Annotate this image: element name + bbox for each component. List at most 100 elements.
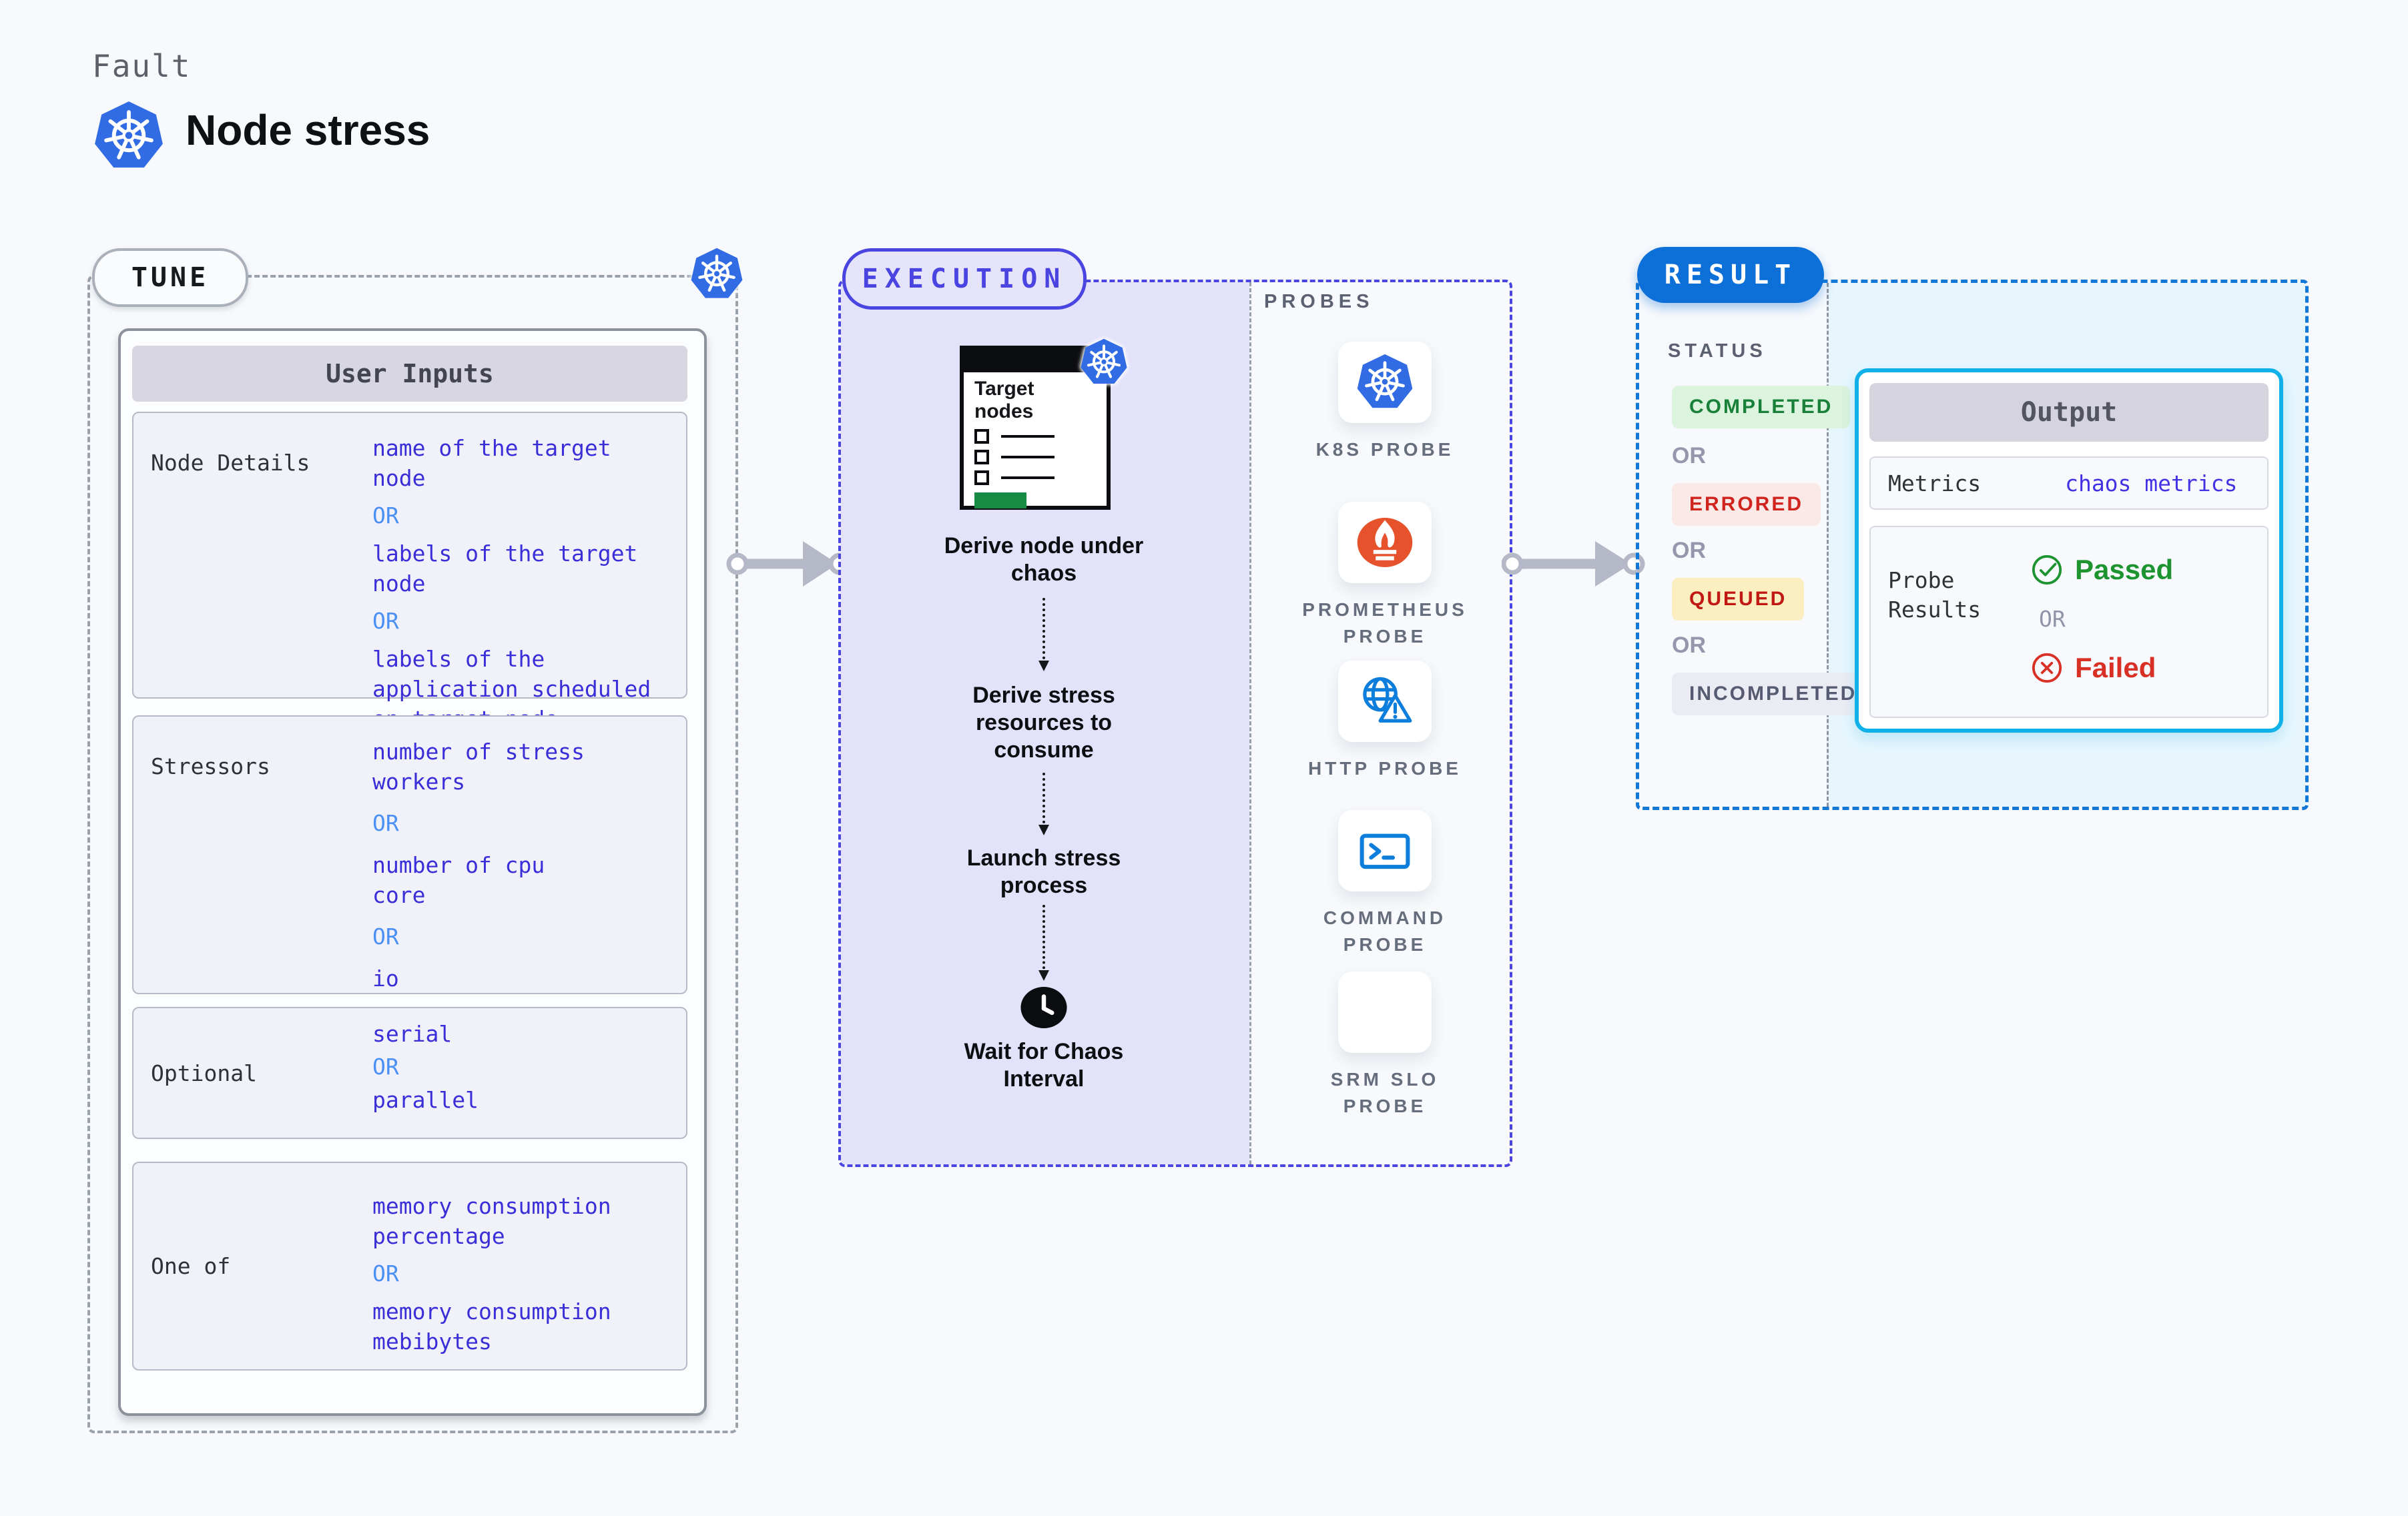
or-label: OR bbox=[1672, 443, 1706, 468]
probe-results-label: Probe Results bbox=[1888, 567, 1982, 623]
checklist-row bbox=[974, 470, 1107, 485]
kubernetes-icon bbox=[93, 100, 164, 172]
probe-results-row: Probe Results Passed OR Failed bbox=[1869, 526, 2269, 718]
option-value: labels of the target node bbox=[372, 540, 638, 597]
status-badge-incompleted: INCOMPLETED bbox=[1672, 673, 1875, 715]
probe-item-prometheus: PROMETHEUS PROBE bbox=[1255, 502, 1515, 650]
probe-item-http: HTTP PROBE bbox=[1255, 661, 1515, 782]
passed-label: Passed bbox=[2075, 554, 2174, 585]
failed-line: Failed bbox=[2031, 652, 2173, 684]
execution-step-2: Derive stress resources to consume bbox=[972, 683, 1115, 763]
or-label: OR bbox=[372, 1054, 399, 1080]
or-label: OR bbox=[372, 608, 399, 634]
kubernetes-icon bbox=[1356, 354, 1414, 411]
flow-arrow-down bbox=[1038, 598, 1049, 671]
page-title: Node stress bbox=[186, 106, 430, 154]
or-label: OR bbox=[372, 502, 399, 528]
checklist-row bbox=[974, 450, 1107, 464]
metrics-row: Metrics chaos metrics bbox=[1869, 456, 2269, 510]
checklist-row bbox=[974, 429, 1107, 444]
metrics-label: Metrics bbox=[1888, 470, 1982, 496]
row-values: memory consumption percentage OR memory … bbox=[355, 1163, 645, 1369]
row-label: Node Details bbox=[151, 450, 310, 476]
user-input-row-stressors: Stressors number of stress workers OR nu… bbox=[132, 715, 687, 994]
row-values: serial OR parallel bbox=[355, 1008, 484, 1138]
execution-step-1: Derive node under chaos bbox=[944, 533, 1144, 586]
progress-bar bbox=[974, 492, 1026, 508]
probe-name: PROMETHEUS PROBE bbox=[1302, 599, 1468, 647]
option-value: memory consumption mebibytes bbox=[372, 1298, 611, 1355]
kubernetes-icon bbox=[1080, 338, 1128, 387]
passed-line: Passed bbox=[2031, 554, 2173, 586]
status-badge-queued: QUEUED bbox=[1672, 578, 1805, 621]
status-output-divider bbox=[1827, 283, 1829, 807]
probes-label: PROBES bbox=[1264, 291, 1374, 312]
arrow-execution-to-result bbox=[1502, 541, 1645, 587]
probe-card bbox=[1338, 972, 1432, 1053]
or-label: OR bbox=[2039, 606, 2066, 632]
user-inputs-header: User Inputs bbox=[132, 346, 687, 402]
flow-arrow-down bbox=[1038, 905, 1049, 981]
metrics-value: chaos metrics bbox=[2065, 470, 2238, 496]
option-value: name of the target node bbox=[372, 435, 611, 491]
row-label: Stressors bbox=[151, 753, 270, 779]
line bbox=[1001, 456, 1055, 458]
option-value: io bbox=[372, 966, 399, 992]
execution-step-3: Launch stress process bbox=[966, 845, 1121, 898]
probe-name: HTTP PROBE bbox=[1308, 758, 1462, 779]
probe-results-values: Passed OR Failed bbox=[2031, 554, 2173, 684]
option-value: memory consumption percentage bbox=[372, 1193, 611, 1249]
arrow-tune-to-execution bbox=[726, 541, 851, 587]
terminal-icon bbox=[1356, 822, 1414, 879]
result-pill: RESULT bbox=[1637, 247, 1824, 303]
line bbox=[1001, 476, 1055, 479]
srm-slo-icon bbox=[1356, 984, 1414, 1041]
line bbox=[1001, 435, 1055, 438]
option-value: number of cpu core bbox=[372, 852, 545, 908]
user-input-row-one-of: One of memory consumption percentage OR … bbox=[132, 1162, 687, 1371]
status-badge-completed: COMPLETED bbox=[1672, 386, 1851, 428]
user-input-row-optional: Optional serial OR parallel bbox=[132, 1007, 687, 1139]
prometheus-icon bbox=[1356, 514, 1414, 571]
or-label: OR bbox=[372, 810, 399, 836]
kubernetes-icon bbox=[690, 247, 743, 302]
probe-card bbox=[1338, 502, 1432, 583]
tune-pill: TUNE bbox=[92, 248, 248, 307]
tune-section bbox=[87, 275, 738, 1433]
or-label: OR bbox=[1672, 538, 1706, 563]
or-label: OR bbox=[372, 1260, 399, 1286]
status-label: STATUS bbox=[1668, 340, 1767, 362]
x-circle-icon bbox=[2031, 652, 2063, 684]
probe-name: COMMAND PROBE bbox=[1323, 907, 1447, 955]
probe-card bbox=[1338, 810, 1432, 891]
flow-arrow-down bbox=[1038, 773, 1049, 835]
or-label: OR bbox=[1672, 633, 1706, 658]
checkbox-icon bbox=[974, 450, 989, 464]
output-header: Output bbox=[1869, 383, 2269, 442]
row-label: Optional bbox=[151, 1060, 257, 1086]
probe-card bbox=[1338, 342, 1432, 423]
check-circle-icon bbox=[2031, 554, 2063, 586]
execution-pill: EXECUTION bbox=[842, 248, 1087, 310]
option-value: number of stress workers bbox=[372, 739, 585, 795]
row-values: number of stress workers OR number of cp… bbox=[355, 717, 615, 993]
probe-name: K8S PROBE bbox=[1315, 439, 1454, 460]
probe-card bbox=[1338, 661, 1432, 742]
checkbox-icon bbox=[974, 470, 989, 485]
execution-step-4: Wait for Chaos Interval bbox=[964, 1039, 1124, 1092]
row-label: One of bbox=[151, 1253, 231, 1279]
status-badge-errored: ERRORED bbox=[1672, 483, 1821, 526]
fault-kicker: Fault bbox=[92, 48, 192, 84]
http-globe-warning-icon bbox=[1356, 673, 1414, 730]
probe-name: SRM SLO PROBE bbox=[1330, 1069, 1440, 1116]
probe-item-k8s: K8S PROBE bbox=[1255, 342, 1515, 463]
probe-item-command: COMMAND PROBE bbox=[1255, 810, 1515, 958]
option-value: parallel bbox=[372, 1087, 479, 1113]
failed-label: Failed bbox=[2075, 652, 2156, 683]
row-values: name of the target node OR labels of the… bbox=[355, 413, 686, 732]
checkbox-icon bbox=[974, 429, 989, 444]
user-input-row-node-details: Node Details name of the target node OR … bbox=[132, 412, 687, 732]
clock-icon bbox=[1019, 984, 1069, 1032]
target-nodes-title: Target nodes bbox=[974, 378, 1034, 422]
